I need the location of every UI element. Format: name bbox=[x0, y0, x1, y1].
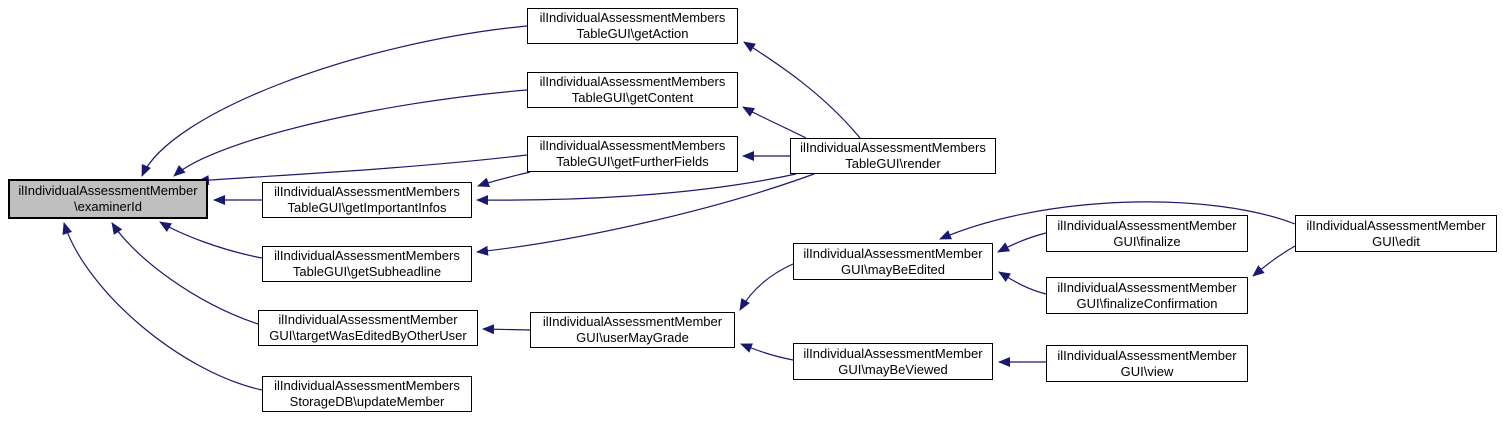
node-label-line2: TableGUI\getImportantInfos bbox=[287, 200, 447, 215]
edge-render-to-getimportantinfos bbox=[476, 173, 797, 206]
node-label-line2: GUI\userMayGrade bbox=[576, 330, 689, 345]
graph-node-finalizeconfirmation[interactable]: ilIndividualAssessmentMember GUI\finaliz… bbox=[1046, 277, 1248, 314]
node-label-line2: GUI\mayBeViewed bbox=[838, 361, 948, 377]
graph-node-getfurtherfields[interactable]: ilIndividualAssessmentMembers TableGUI\g… bbox=[527, 136, 738, 172]
node-label-line2: TableGUI\render bbox=[845, 156, 941, 171]
graph-node-updatemember[interactable]: ilIndividualAssessmentMembers StorageDB\… bbox=[262, 376, 472, 412]
node-label-line1: ilIndividualAssessmentMembers bbox=[274, 184, 460, 199]
graph-node-render[interactable]: ilIndividualAssessmentMembers TableGUI\r… bbox=[790, 138, 996, 174]
edge-finalizeconfirmation-to-maybeedited bbox=[998, 271, 1047, 295]
node-label-line2: GUI\edit bbox=[1372, 233, 1420, 249]
edge-getaction-to-examinerid bbox=[141, 25, 528, 177]
node-label-line2: TableGUI\getContent bbox=[571, 90, 694, 105]
graph-node-getcontent[interactable]: ilIndividualAssessmentMembers TableGUI\g… bbox=[527, 72, 738, 108]
edge-targetwasedited-to-examinerid bbox=[111, 222, 259, 325]
graph-node-usermaygrade[interactable]: ilIndividualAssessmentMember GUI\userMay… bbox=[530, 312, 735, 348]
node-label-line1: ilIndividualAssessmentMember bbox=[803, 245, 983, 261]
node-label-line2: GUI\view bbox=[1120, 363, 1174, 379]
edge-render-to-getsubheadline bbox=[476, 173, 815, 256]
node-label-line1: ilIndividualAssessmentMembers bbox=[274, 248, 460, 263]
graph-node-maybeviewed[interactable]: ilIndividualAssessmentMember GUI\mayBeVi… bbox=[793, 343, 993, 380]
graph-node-finalize[interactable]: ilIndividualAssessmentMember GUI\finaliz… bbox=[1046, 215, 1248, 252]
node-label-line2: GUI\mayBeEdited bbox=[840, 261, 946, 277]
node-label-line2: StorageDB\updateMember bbox=[289, 394, 445, 409]
edge-maybeedited-to-usermaygrade bbox=[739, 263, 794, 311]
graph-node-getsubheadline[interactable]: ilIndividualAssessmentMembers TableGUI\g… bbox=[262, 246, 472, 282]
graph-node-getaction[interactable]: ilIndividualAssessmentMembers TableGUI\g… bbox=[527, 8, 738, 44]
node-label-line1: ilIndividualAssessmentMember bbox=[1057, 217, 1237, 233]
node-label-line1: ilIndividualAssessmentMember bbox=[1057, 347, 1237, 363]
node-label-line2: TableGUI\getAction bbox=[576, 26, 689, 41]
node-label-line1: ilIndividualAssessmentMembers bbox=[800, 140, 986, 155]
edge-finalize-to-maybeedited bbox=[997, 232, 1047, 253]
graph-node-view[interactable]: ilIndividualAssessmentMember GUI\view bbox=[1046, 345, 1248, 382]
graph-node-maybeedited[interactable]: ilIndividualAssessmentMember GUI\mayBeEd… bbox=[793, 243, 993, 280]
edge-getfurtherfields-to-getimportantinfos bbox=[477, 171, 531, 188]
edge-render-to-getcontent bbox=[742, 106, 807, 139]
node-label-line1: ilIndividualAssessmentMember bbox=[803, 345, 983, 361]
node-label-line1: ilIndividualAssessmentMember bbox=[1306, 217, 1486, 233]
graph-node-examinerid[interactable]: ilIndividualAssessmentMember \examinerId bbox=[8, 179, 208, 219]
node-label-line2: GUI\targetWasEditedByOtherUser bbox=[269, 328, 467, 343]
node-label-line2: TableGUI\getFurtherFields bbox=[556, 154, 709, 169]
node-label-line2: TableGUI\getSubheadline bbox=[292, 264, 442, 279]
graph-node-targetwaseditedbyotheruser[interactable]: ilIndividualAssessmentMember GUI\targetW… bbox=[258, 310, 478, 346]
node-label-line2: \examinerId bbox=[74, 199, 142, 214]
node-label-line1: ilIndividualAssessmentMember bbox=[18, 183, 198, 198]
edge-updatemember-to-examinerid bbox=[62, 222, 263, 391]
node-label-line1: ilIndividualAssessmentMembers bbox=[274, 378, 460, 393]
edge-getcontent-to-examinerid bbox=[173, 89, 528, 177]
graph-node-edit[interactable]: ilIndividualAssessmentMember GUI\edit bbox=[1295, 215, 1497, 252]
node-label-line1: ilIndividualAssessmentMembers bbox=[539, 74, 726, 89]
node-label-line1: ilIndividualAssessmentMember bbox=[278, 312, 458, 327]
edge-render-to-getaction bbox=[743, 41, 861, 139]
node-label-line2: GUI\finalize bbox=[1113, 233, 1181, 249]
node-label-line2: GUI\finalizeConfirmation bbox=[1076, 295, 1218, 311]
node-label-line1: ilIndividualAssessmentMember bbox=[542, 314, 723, 329]
edge-edit-to-maybeedited bbox=[939, 201, 1296, 240]
node-label-line1: ilIndividualAssessmentMembers bbox=[539, 138, 726, 153]
edge-usermaygrade-to-targetwasedited bbox=[482, 324, 531, 335]
edge-getsubheadline-to-examinerid bbox=[159, 221, 263, 259]
edge-getfurtherfields-to-examinerid bbox=[197, 154, 528, 186]
graph-node-getimportantinfos[interactable]: ilIndividualAssessmentMembers TableGUI\g… bbox=[262, 182, 472, 218]
edge-maybeviewed-to-usermaygrade bbox=[740, 343, 794, 361]
node-label-line1: ilIndividualAssessmentMembers bbox=[539, 10, 726, 25]
node-label-line1: ilIndividualAssessmentMember bbox=[1057, 279, 1237, 295]
edge-edit-to-finalizeconfirmation bbox=[1252, 245, 1296, 277]
